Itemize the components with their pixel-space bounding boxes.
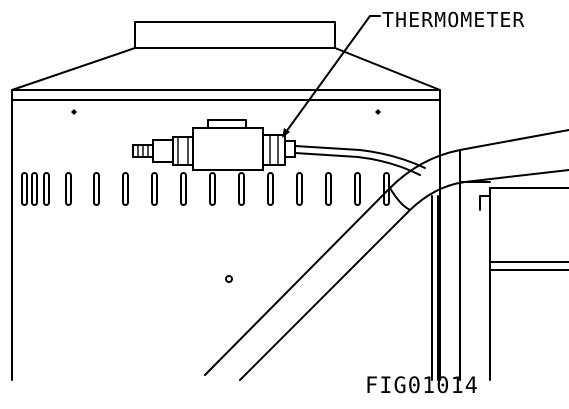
heater-lid xyxy=(11,21,441,381)
vent-slot xyxy=(325,172,332,206)
vent-slot xyxy=(296,172,303,206)
vent-slots xyxy=(21,172,390,206)
vent-slot xyxy=(93,172,100,206)
figure-id-label: FIG01014 xyxy=(365,374,479,399)
vent-slot xyxy=(267,172,274,206)
callout-label: THERMOMETER xyxy=(382,8,526,32)
vent-slot xyxy=(209,172,216,206)
vent-slot xyxy=(180,172,187,206)
vent-slot xyxy=(65,172,72,206)
rivets xyxy=(71,109,381,115)
vent-slot xyxy=(43,172,50,206)
vent-slot xyxy=(151,172,158,206)
vent-slot xyxy=(238,172,245,206)
body-hole xyxy=(225,275,233,283)
vent-slot xyxy=(31,172,38,206)
vent-slot xyxy=(21,172,28,206)
frame-handle xyxy=(204,129,569,381)
vent-slot xyxy=(122,172,129,206)
vent-slot xyxy=(354,172,361,206)
callout-leader xyxy=(282,15,381,138)
thermometer-fitting xyxy=(132,119,296,171)
